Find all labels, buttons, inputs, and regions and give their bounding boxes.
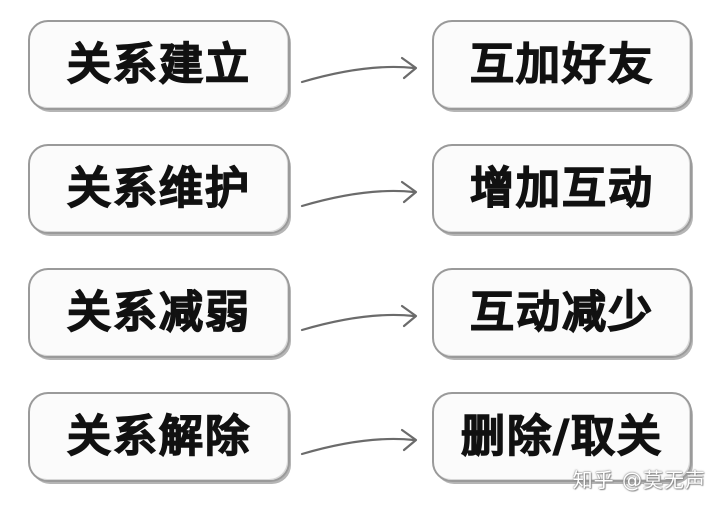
action-box: 删除/取关	[432, 392, 692, 482]
stage-label: 关系维护	[66, 163, 251, 214]
action-box: 互加好友	[432, 20, 692, 110]
stage-label: 关系建立	[66, 39, 251, 90]
action-label: 增加互动	[469, 163, 654, 214]
row-dissolve: 关系解除 删除/取关	[0, 392, 720, 492]
action-box: 互动减少	[432, 268, 692, 358]
action-box: 增加互动	[432, 144, 692, 234]
row-weaken: 关系减弱 互动减少	[0, 268, 720, 368]
stage-box: 关系解除	[28, 392, 290, 482]
action-label: 互加好友	[469, 39, 654, 90]
arrow-right-icon	[300, 304, 418, 332]
action-label: 互动减少	[469, 287, 654, 338]
arrow-right-icon	[300, 56, 418, 84]
action-label: 删除/取关	[460, 411, 664, 462]
arrow-right-icon	[300, 180, 418, 208]
stage-box: 关系建立	[28, 20, 290, 110]
stage-label: 关系减弱	[66, 287, 251, 338]
row-establish: 关系建立 互加好友	[0, 20, 720, 120]
stage-box: 关系维护	[28, 144, 290, 234]
arrow-right-icon	[300, 428, 418, 456]
stage-box: 关系减弱	[28, 268, 290, 358]
stage-label: 关系解除	[66, 411, 251, 462]
row-maintain: 关系维护 增加互动	[0, 144, 720, 244]
watermark: 知乎 @莫无声	[572, 468, 706, 492]
